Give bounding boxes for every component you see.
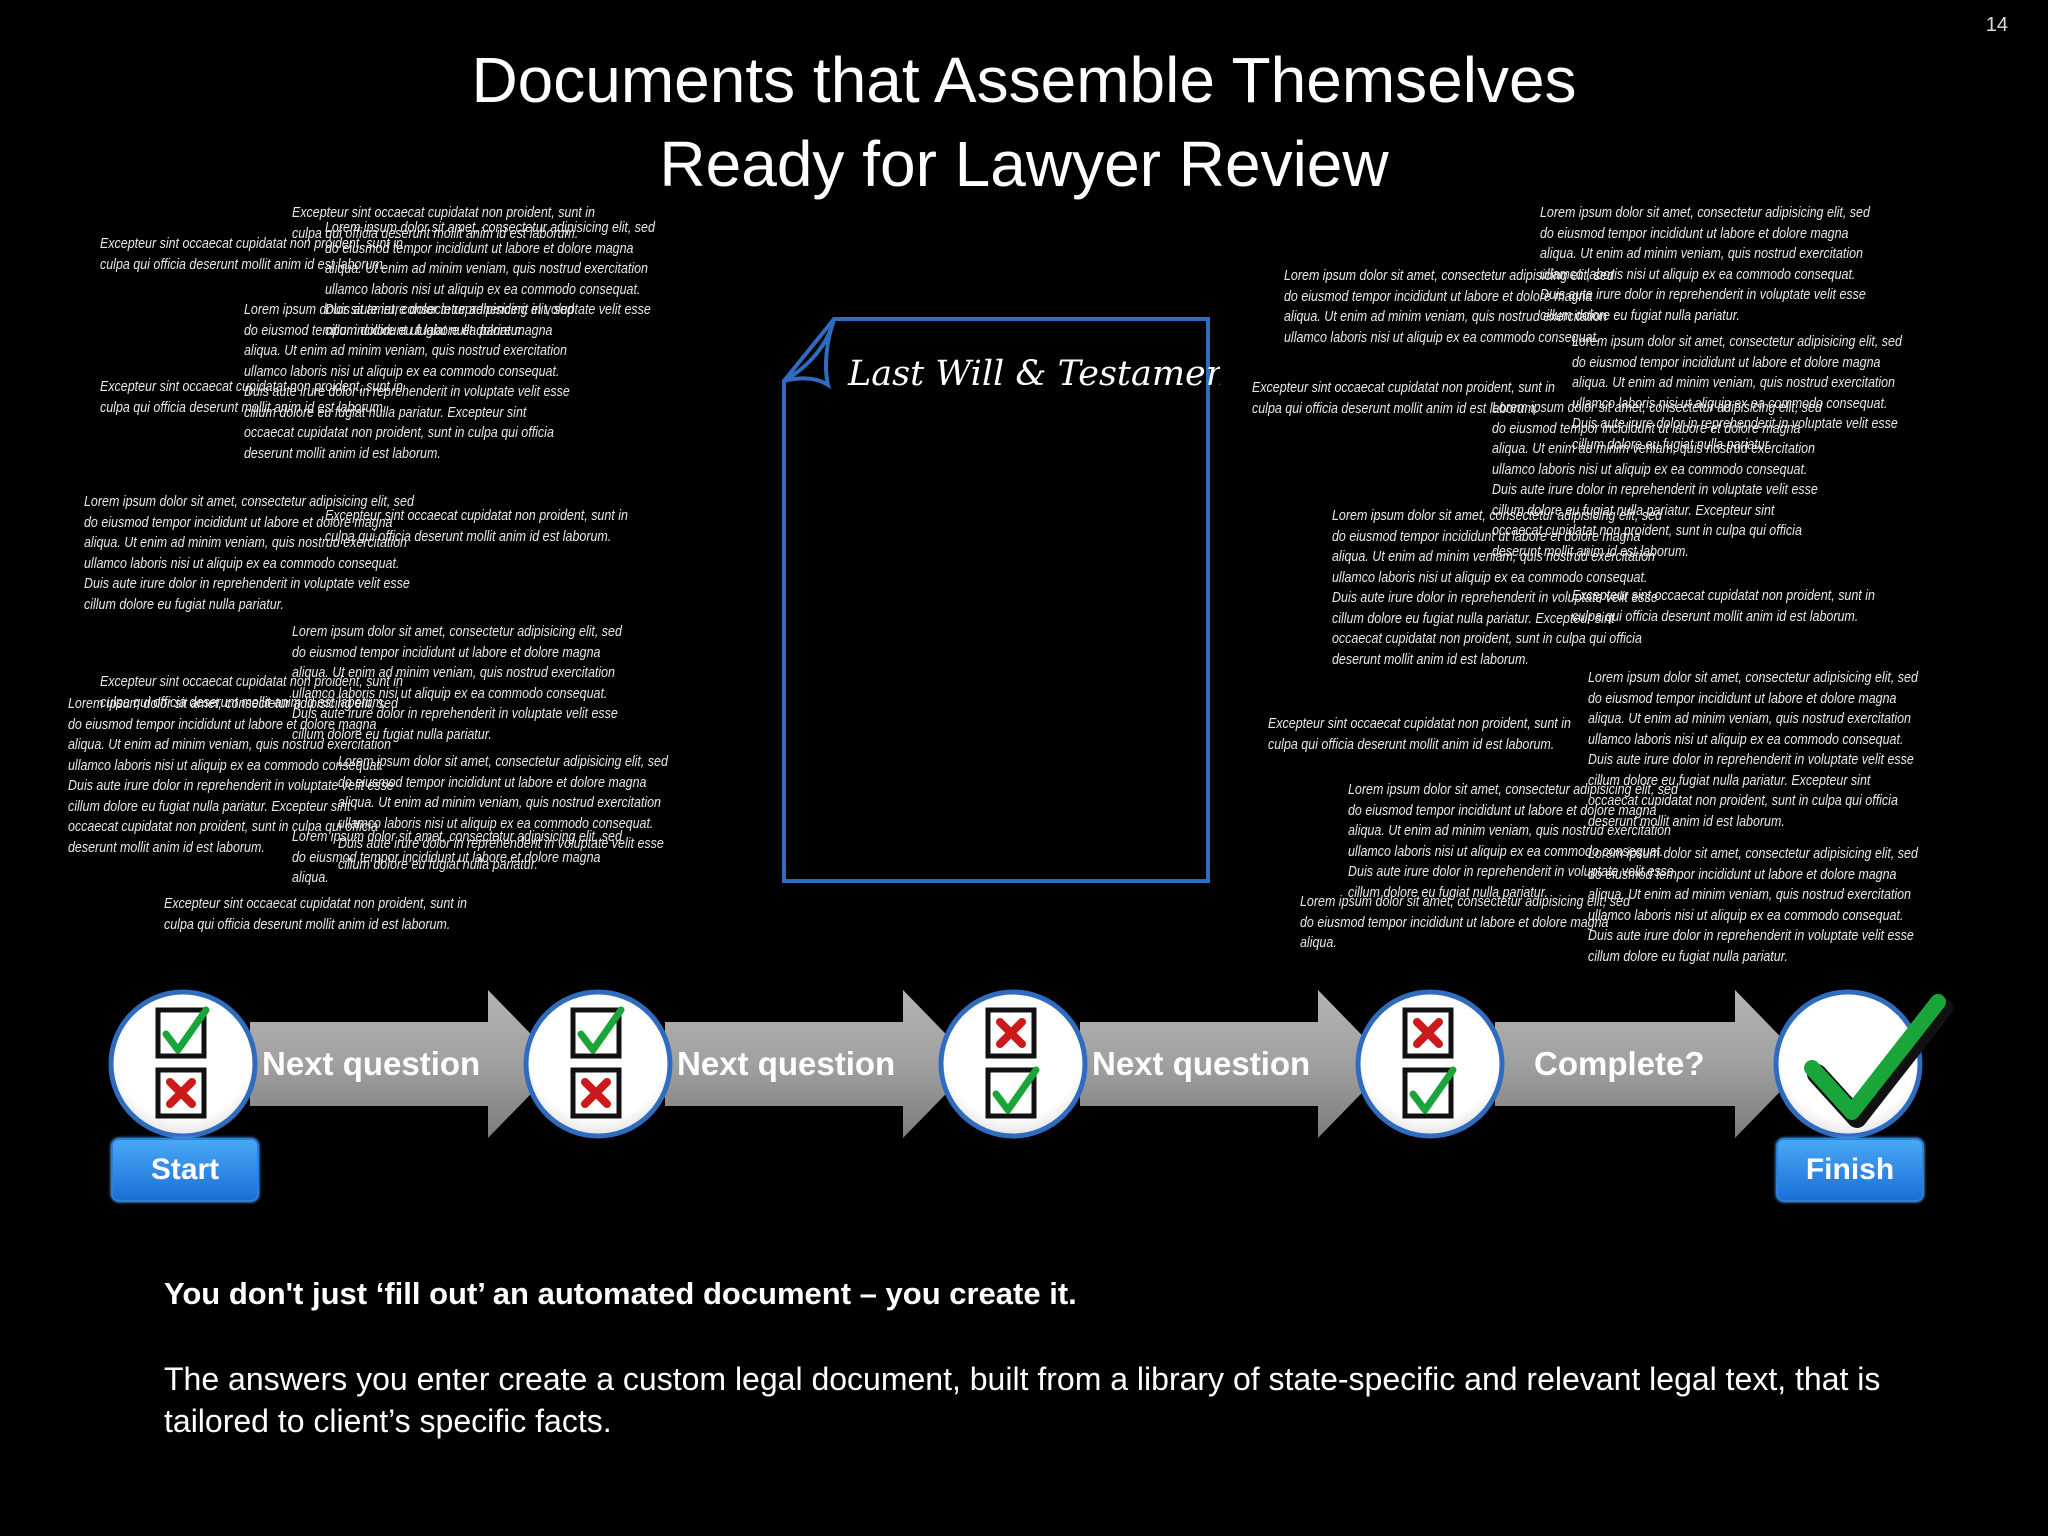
lorem-block: Lorem ipsum dolor sit amet, consectetur … (1300, 894, 1630, 951)
lorem-block: Lorem ipsum dolor sit amet, consectetur … (1588, 670, 1918, 830)
lorem-block: Excepteur sint occaecat cupidatat non pr… (1572, 588, 1875, 625)
lorem-block: Lorem ipsum dolor sit amet, consectetur … (1332, 508, 1662, 668)
lorem-block: Lorem ipsum dolor sit amet, consectetur … (1492, 400, 1822, 560)
lorem-block: Excepteur sint occaecat cupidatat non pr… (100, 674, 403, 711)
footer-heading: You don't just ‘fill out’ an automated d… (164, 1276, 1077, 1311)
step-4-checklist-icon (1355, 989, 1505, 1139)
flow-arrow-1 (250, 990, 560, 1138)
page-curl-icon (782, 318, 836, 390)
lorem-block: Lorem ipsum dolor sit amet, consectetur … (84, 494, 414, 613)
title-line-2: Ready for Lawyer Review (659, 128, 1389, 200)
lorem-block: Lorem ipsum dolor sit amet, consectetur … (1540, 205, 1870, 324)
will-document: Last Will & Testament (782, 317, 1220, 883)
lorem-block: Excepteur sint occaecat cupidatat non pr… (1268, 716, 1571, 753)
step-1-checklist-icon (108, 989, 258, 1139)
lorem-block: Lorem ipsum dolor sit amet, consectetur … (292, 624, 622, 743)
lorem-block: Lorem ipsum dolor sit amet, consectetur … (292, 829, 622, 886)
flow-arrow-3 (1080, 990, 1390, 1138)
lorem-block: Excepteur sint occaecat cupidatat non pr… (325, 508, 628, 545)
finish-button[interactable]: Finish (1776, 1138, 1924, 1202)
document-heading: Last Will & Testament (847, 354, 1220, 394)
lorem-block: Lorem ipsum dolor sit amet, consectetur … (1348, 782, 1678, 901)
flow-label-3: Next question (1092, 1045, 1311, 1082)
flow-arrow-2 (665, 990, 975, 1138)
finish-check-icon (1773, 989, 1953, 1139)
flow-arrow-4 (1495, 990, 1807, 1138)
start-button[interactable]: Start (111, 1138, 259, 1202)
lorem-block: Lorem ipsum dolor sit amet, consectetur … (325, 220, 655, 339)
step-2-checklist-icon (523, 989, 673, 1139)
lorem-block: Lorem ipsum dolor sit amet, consectetur … (338, 754, 668, 873)
lorem-block: Excepteur sint occaecat cupidatat non pr… (100, 236, 403, 273)
lorem-block: Lorem ipsum dolor sit amet, consectetur … (1572, 334, 1902, 453)
lorem-block: Excepteur sint occaecat cupidatat non pr… (164, 896, 467, 933)
process-flow (108, 989, 1953, 1139)
page-number: 14 (1985, 14, 2008, 36)
lorem-block: Lorem ipsum dolor sit amet, consectetur … (1588, 846, 1918, 965)
flow-label-4: Complete? (1534, 1045, 1705, 1082)
step-3-checklist-icon (938, 989, 1088, 1139)
flow-label-1: Next question (262, 1045, 481, 1082)
footer-body-text: The answers you enter create a custom le… (164, 1361, 1881, 1439)
lorem-block: Lorem ipsum dolor sit amet, consectetur … (68, 696, 398, 856)
lorem-block: Excepteur sint occaecat cupidatat non pr… (100, 379, 403, 416)
lorem-block: Excepteur sint occaecat cupidatat non pr… (292, 205, 595, 242)
lorem-block: Lorem ipsum dolor sit amet, consectetur … (1284, 268, 1614, 346)
lorem-block: Excepteur sint occaecat cupidatat non pr… (1252, 380, 1555, 417)
title-line-1: Documents that Assemble Themselves (471, 44, 1577, 116)
flow-label-2: Next question (677, 1045, 896, 1082)
page-title: Documents that Assemble Themselves Ready… (0, 38, 2048, 206)
lorem-block: Lorem ipsum dolor sit amet, consectetur … (244, 302, 574, 462)
